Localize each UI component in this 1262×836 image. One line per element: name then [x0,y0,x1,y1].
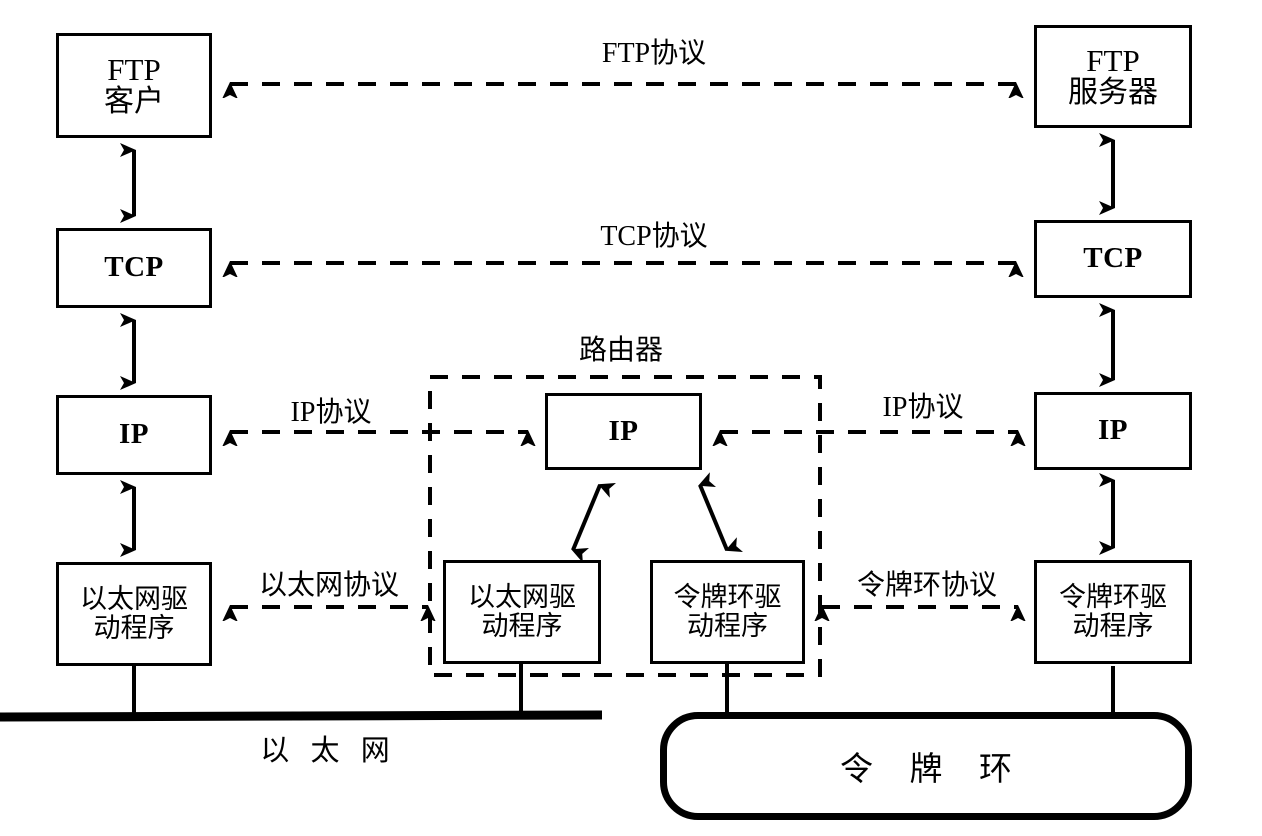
router-boundary [428,375,822,677]
ip-protocol-label-right: IP协议 [882,392,964,423]
router-ethernet-driver-label-line1: 以太网驱 [468,581,576,613]
ethernet-protocol-label: 以太网协议 [258,568,399,601]
router-tokenring-driver-box[interactable]: 令牌环驱 动程序 [650,560,805,664]
client-ftp-label-line1: FTP [107,51,161,87]
ftp-protocol-label: FTP协议 [601,38,707,69]
client-ethernet-driver-label-line1: 以太网驱 [80,583,188,615]
router-ethernet-driver-label-line2: 动程序 [481,611,563,642]
router-ethernet-driver-box[interactable]: 以太网驱 动程序 [443,560,601,664]
tokenring-network[interactable]: 令 牌 环 [660,712,1192,820]
server-ip-label: IP [1098,414,1128,447]
client-ip-label: IP [119,418,149,451]
tokenring-protocol-label: 令牌环协议 [856,568,997,601]
client-ip-box[interactable]: IP [56,395,212,475]
client-ftp-box[interactable]: FTP 客户 [56,33,212,138]
server-tokenring-driver-box[interactable]: 令牌环驱 动程序 [1034,560,1192,664]
client-ftp-label-line2: 客户 [104,84,164,120]
server-tcp-box[interactable]: TCP [1034,220,1192,298]
router-ip-label: IP [608,414,639,447]
server-ftp-box[interactable]: FTP 服务器 [1034,25,1192,128]
ip-protocol-label-left: IP协议 [290,397,372,428]
server-ip-box[interactable]: IP [1034,392,1192,470]
client-ethernet-driver-box[interactable]: 以太网驱 动程序 [56,562,212,666]
client-tcp-label: TCP [104,251,164,284]
router-internal-connectors [571,472,743,563]
router-ip-box[interactable]: IP [545,393,702,470]
edge-router-ip-trdriver [698,472,743,553]
ethernet-bus [0,710,603,722]
server-tokenring-driver-label-line2: 动程序 [1072,611,1154,642]
client-ethernet-driver-label-line2: 动程序 [93,613,175,644]
ethernet-network-label: 以 太 网 [260,733,396,767]
server-tcp-label: TCP [1083,242,1143,275]
server-tokenring-driver-label-line1: 令牌环驱 [1059,581,1167,613]
tcp-protocol-label: TCP协议 [600,221,708,252]
router-tokenring-driver-label-line2: 动程序 [687,611,768,642]
tokenring-network-label: 令 牌 环 [840,749,1025,788]
server-ftp-label-line2: 服务器 [1068,75,1158,111]
router-title: 路由器 [578,333,663,366]
server-ftp-label-line1: FTP [1086,42,1140,78]
client-tcp-box[interactable]: TCP [56,228,212,308]
edge-router-ip-ethdriver [571,482,616,563]
router-tokenring-driver-label-line1: 令牌环驱 [673,581,782,613]
